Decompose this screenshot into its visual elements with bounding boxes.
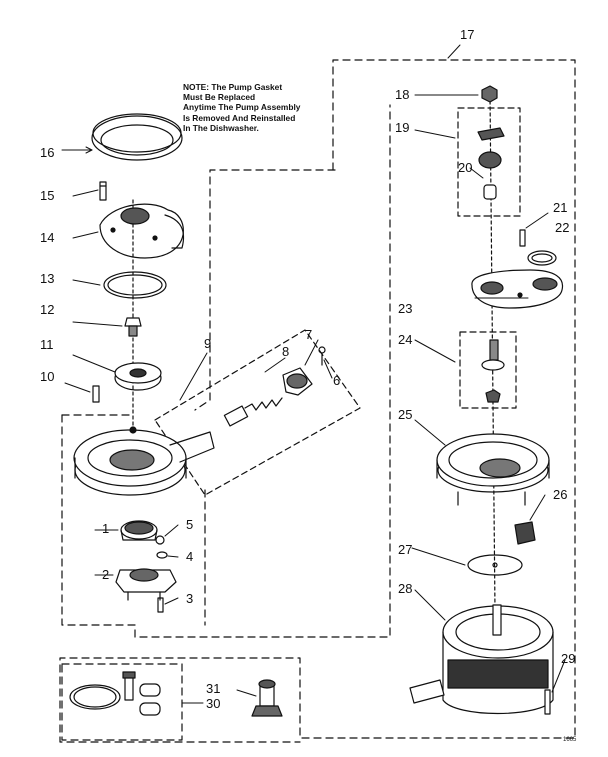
- callout-28: 28: [398, 581, 413, 596]
- part-27-disc: [467, 554, 523, 576]
- callout-8: 8: [282, 344, 290, 359]
- leader-lines: [61, 44, 566, 704]
- part-6-screw: [318, 346, 326, 366]
- callout-11: 11: [40, 337, 54, 352]
- callout-10: 10: [40, 369, 55, 384]
- callout-5: 5: [186, 517, 194, 532]
- part-5-washer: [155, 535, 165, 545]
- part-31-fitting: [251, 679, 283, 717]
- callout-3: 3: [186, 591, 194, 606]
- part-12-bolt: [124, 317, 142, 337]
- callout-25: 25: [398, 407, 413, 422]
- part-19-seal: [477, 127, 505, 141]
- callout-21: 21: [553, 200, 568, 215]
- callout-9: 9: [204, 336, 212, 351]
- part-1-filter: [120, 520, 158, 541]
- part-20-seal-components: [478, 151, 502, 200]
- assembly-9-boundary: [154, 329, 361, 496]
- note-line-1: NOTE: The Pump Gasket: [183, 82, 283, 92]
- part-22-gasket: [527, 250, 557, 266]
- part-21-screw: [519, 229, 526, 247]
- callout-16: 16: [40, 145, 55, 160]
- callout-19: 19: [395, 120, 410, 135]
- drawing-code: 1665: [563, 737, 577, 743]
- part-14-pump-cover: [99, 203, 185, 259]
- pump-housing: [73, 426, 215, 496]
- part-7-valve-cap: [282, 367, 313, 396]
- callout-20: 20: [458, 160, 473, 175]
- part-16-pump-gasket: [91, 113, 183, 161]
- part-28-motor: [409, 604, 554, 715]
- callout-23: 23: [398, 301, 413, 316]
- part-13-o-ring: [103, 271, 167, 299]
- callout-22: 22: [555, 220, 570, 235]
- kit-30-box: [61, 663, 183, 741]
- callout-24: 24: [398, 332, 413, 347]
- note-line-4: Is Removed And Reinstalled: [183, 112, 296, 123]
- callout-15: 15: [40, 188, 55, 203]
- part-29-screw: [544, 689, 551, 715]
- part-25-motor-mount: [436, 433, 550, 506]
- part-11-impeller: [114, 362, 162, 391]
- callout-18: 18: [395, 87, 410, 102]
- part-18-nut: [481, 85, 498, 103]
- note-line-5: In The Dishwasher.: [183, 122, 259, 133]
- part-24-shaft-assembly: [481, 339, 505, 403]
- pump-gasket-note: NOTE: The Pump Gasket Must Be Replaced A…: [183, 82, 343, 133]
- part-4-washer: [156, 551, 168, 559]
- part-3-screw: [157, 597, 164, 613]
- part-2-base: [115, 568, 177, 601]
- part-26-clip: [514, 521, 536, 545]
- assembly-17-boundary: [59, 59, 576, 743]
- callout-17: 17: [460, 27, 475, 42]
- part-8-valve-spring: [223, 397, 283, 427]
- callout-12: 12: [40, 302, 55, 317]
- callout-30: 30: [206, 696, 221, 711]
- part-23-mounting-plate: [471, 269, 564, 309]
- pump-assembly-boundary: [61, 104, 391, 638]
- callout-1: 1: [102, 521, 110, 536]
- callout-4: 4: [186, 549, 194, 564]
- note-line-2: Must Be Replaced: [183, 92, 256, 103]
- callout-13: 13: [40, 271, 55, 286]
- part-15-screw: [99, 181, 107, 201]
- callout-27: 27: [398, 542, 413, 557]
- part-10-screw: [92, 385, 100, 403]
- assembly-24-boundary: [459, 331, 517, 409]
- callout-29: 29: [561, 651, 576, 666]
- callout-2: 2: [102, 567, 110, 582]
- callout-6: 6: [333, 373, 341, 388]
- callout-7: 7: [305, 327, 313, 342]
- callout-14: 14: [40, 230, 55, 245]
- callout-31: 31: [206, 681, 221, 696]
- note-leader-box: [194, 169, 336, 411]
- assembly-19-boundary: [457, 107, 521, 217]
- part-30-kit: [69, 671, 161, 716]
- note-line-3: Anytime The Pump Assembly: [183, 102, 301, 113]
- callout-26: 26: [553, 487, 568, 502]
